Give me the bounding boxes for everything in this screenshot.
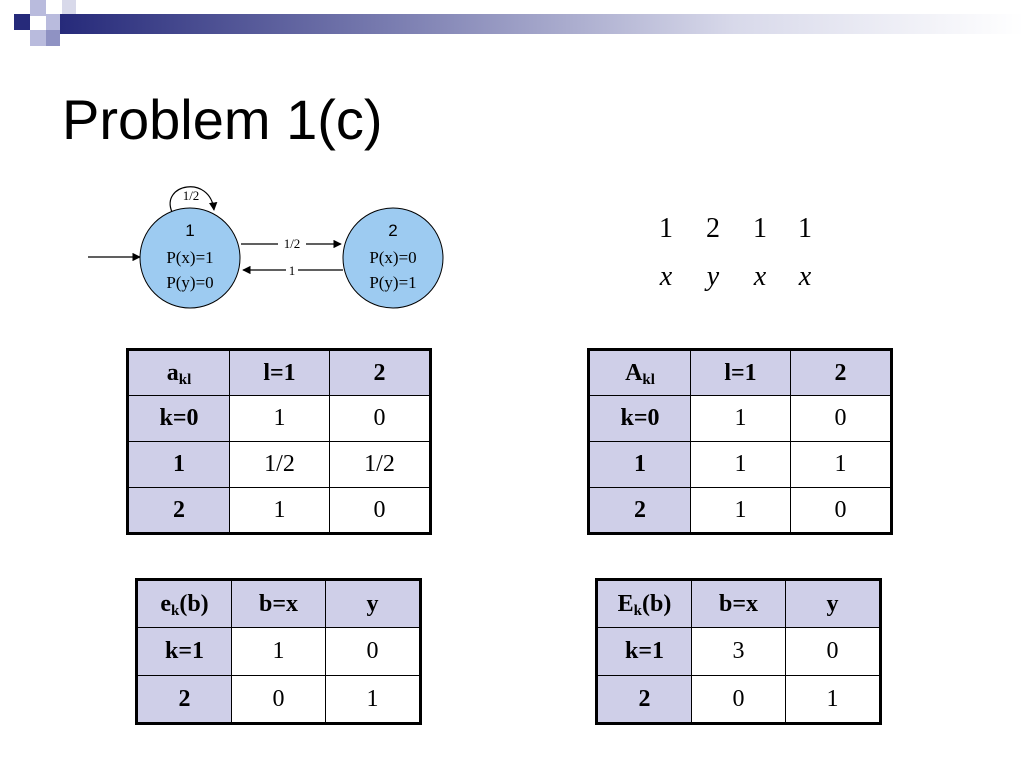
deco-square-light (30, 0, 46, 16)
state-2-node (342, 207, 444, 309)
sequence-symbol: x (659, 261, 673, 292)
table-cell: 0 (329, 395, 431, 442)
sequence-symbol: y (706, 261, 720, 292)
row-header: 1 (588, 441, 691, 488)
table-corner: ek(b) (136, 579, 232, 628)
slide-title: Problem 1(c) (62, 88, 383, 151)
back-transition-label: 1 (289, 263, 296, 278)
table-cell: 1 (325, 675, 421, 724)
row-header: 2 (588, 487, 691, 534)
state-1-id: 1 (185, 221, 194, 240)
transition-prob-table: akl l=1 2 k=0 1 0 1 1/2 1/2 2 1 0 (126, 348, 432, 535)
table-cell: 1 (785, 675, 881, 724)
table-cell: 0 (325, 627, 421, 676)
slide-decoration (0, 0, 80, 60)
column-header: b=x (231, 579, 326, 628)
table-cell: 1/2 (229, 441, 330, 488)
row-header: 2 (136, 675, 232, 724)
state-1-node (139, 207, 241, 309)
state-2-py: P(y)=1 (369, 273, 416, 292)
column-header: l=1 (229, 349, 330, 396)
table-cell: 0 (790, 487, 892, 534)
column-header: b=x (691, 579, 786, 628)
deco-square-dark (14, 14, 30, 30)
sequence-state: 1 (753, 213, 767, 244)
table-cell: 1 (229, 395, 330, 442)
table-corner: Akl (588, 349, 691, 396)
column-header: y (325, 579, 421, 628)
self-loop-arrow (169, 186, 218, 213)
self-loop-label: 1/2 (183, 188, 200, 203)
sequence-state: 1 (659, 213, 673, 244)
table-cell: 1 (229, 487, 330, 534)
transition-count-table: Akl l=1 2 k=0 1 0 1 1 1 2 1 0 (587, 348, 893, 535)
table-cell: 1 (690, 487, 791, 534)
row-header: k=0 (127, 395, 230, 442)
row-header: 2 (127, 487, 230, 534)
row-header: k=0 (588, 395, 691, 442)
row-header: k=1 (596, 627, 692, 676)
emission-prob-table: ek(b) b=x y k=1 1 0 2 0 1 (135, 578, 422, 725)
state-2-id: 2 (388, 221, 397, 240)
table-cell: 1 (690, 441, 791, 488)
row-header: 2 (596, 675, 692, 724)
forward-transition-label: 1/2 (284, 236, 301, 251)
state-1-px: P(x)=1 (166, 248, 213, 267)
table-cell: 0 (785, 627, 881, 676)
column-header: 2 (790, 349, 892, 396)
deco-square-light (46, 14, 60, 30)
column-header: l=1 (690, 349, 791, 396)
sequence-state: 1 (798, 213, 812, 244)
deco-square-light (62, 0, 76, 14)
table-cell: 1 (790, 441, 892, 488)
sequence-state: 2 (706, 213, 720, 244)
table-corner: Ek(b) (596, 579, 692, 628)
column-header: 2 (329, 349, 431, 396)
row-header: k=1 (136, 627, 232, 676)
column-header: y (785, 579, 881, 628)
sequence-symbol: x (798, 261, 812, 292)
emission-count-table: Ek(b) b=x y k=1 3 0 2 0 1 (595, 578, 882, 725)
state-2-px: P(x)=0 (369, 248, 416, 267)
table-cell: 1 (690, 395, 791, 442)
deco-square-light (30, 30, 46, 46)
title-bar-gradient (60, 14, 1024, 34)
table-cell: 0 (691, 675, 786, 724)
table-corner: akl (127, 349, 230, 396)
row-header: 1 (127, 441, 230, 488)
table-cell: 0 (231, 675, 326, 724)
state-1-py: P(y)=0 (166, 273, 213, 292)
sequence-symbol: x (753, 261, 767, 292)
table-cell: 1/2 (329, 441, 431, 488)
table-cell: 3 (691, 627, 786, 676)
deco-square-dark (46, 30, 60, 46)
table-cell: 0 (790, 395, 892, 442)
table-cell: 0 (329, 487, 431, 534)
table-cell: 1 (231, 627, 326, 676)
